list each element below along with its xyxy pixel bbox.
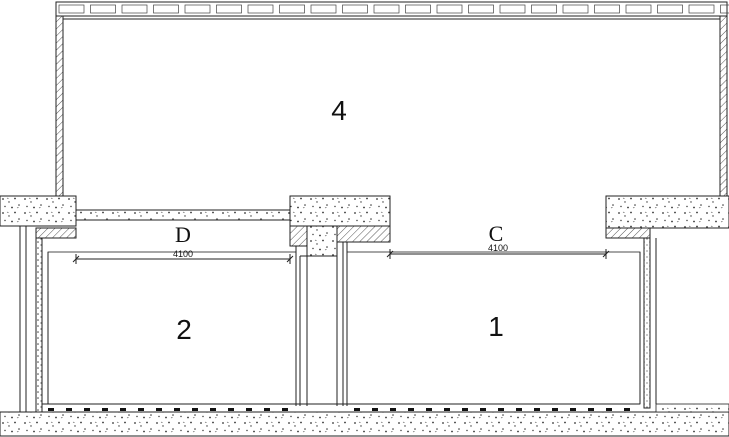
wall-tile: [468, 4, 494, 14]
wall-mark: [534, 408, 540, 411]
room-4-walls: [55, 1, 729, 208]
wall-tile: [279, 4, 305, 14]
wall-mark: [264, 408, 270, 411]
wall-mark: [624, 408, 630, 411]
wall-mark: [156, 408, 162, 411]
wall-mark: [480, 408, 486, 411]
wall-mark: [228, 408, 234, 411]
corner-blocks: [35, 225, 651, 247]
wall-mark: [516, 408, 522, 411]
wall-tile: [720, 4, 729, 14]
wall-mark: [390, 408, 396, 411]
wall-tile: [90, 4, 116, 14]
wall-mark: [210, 408, 216, 411]
wall-mark: [552, 408, 558, 411]
wall-mark: [426, 408, 432, 411]
wall-tile: [373, 4, 400, 14]
wall-tile: [405, 4, 431, 14]
wall-tile: [562, 4, 589, 14]
axis-d-label: D: [175, 222, 191, 247]
wall-mark: [192, 408, 198, 411]
wall-mark: [138, 408, 144, 411]
wall-mark: [498, 408, 504, 411]
right-wall: [639, 237, 657, 409]
dimension-text-c: 4100: [488, 243, 508, 253]
wall-mark: [174, 408, 180, 411]
room-2-label: 2: [176, 314, 192, 345]
wall-mark: [84, 408, 90, 411]
wall-tile: [436, 4, 463, 14]
wall-tile: [310, 4, 337, 14]
wall-tile: [247, 4, 274, 14]
wall-tile: [121, 4, 148, 14]
wall-tile: [153, 4, 179, 14]
wall-mark: [408, 408, 414, 411]
wall-mark: [48, 408, 54, 411]
center-wall: [295, 242, 348, 406]
bottom-slab: [0, 403, 729, 437]
wall-tile: [184, 4, 211, 14]
dimension-line-d: [72, 254, 294, 264]
middle-slabs: [0, 195, 729, 257]
wall-tile: [657, 4, 683, 14]
wall-mark: [354, 408, 360, 411]
room-4-label: 4: [331, 95, 347, 126]
wall-mark: [120, 408, 126, 411]
wall-tile: [58, 4, 85, 14]
wall-mark: [246, 408, 252, 411]
dimension-text-d: 4100: [173, 249, 193, 259]
bottom-wall-marks: [48, 408, 630, 411]
wall-mark: [66, 408, 72, 411]
dimension-line-c: [386, 249, 610, 259]
wall-tile: [216, 4, 242, 14]
wall-mark: [462, 408, 468, 411]
wall-tile: [594, 4, 620, 14]
room-outlines: [47, 251, 641, 405]
wall-mark: [570, 408, 576, 411]
wall-mark: [102, 408, 108, 411]
left-wall: [19, 226, 49, 413]
wall-tile: [499, 4, 526, 14]
wall-tile: [688, 4, 715, 14]
wall-mark: [588, 408, 594, 411]
wall-mark: [372, 408, 378, 411]
wall-mark: [444, 408, 450, 411]
wall-mark: [606, 408, 612, 411]
wall-tile: [342, 4, 368, 14]
wall-tile: [625, 4, 652, 14]
axis-c-label: C: [489, 221, 504, 246]
top-wall-tiles: [58, 4, 729, 14]
wall-tile: [531, 4, 557, 14]
wall-mark: [282, 408, 288, 411]
room-1-label: 1: [488, 311, 504, 342]
